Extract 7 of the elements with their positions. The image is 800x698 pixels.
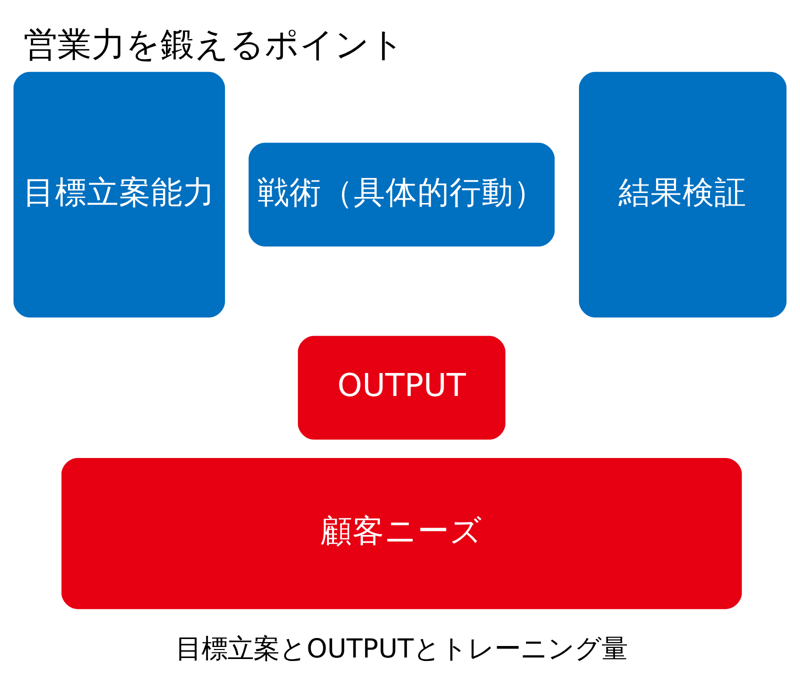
node-box: 結果検証 [578,72,786,318]
node-box: 戦術（具体的行動） [248,142,555,247]
node-box: 顧客ニーズ [61,458,742,610]
node-box: OUTPUT [298,336,506,440]
caption: 目標立案とOUTPUTとトレーニング量 [176,634,628,665]
diagram-title: 営業力を鍛えるポイント [23,24,404,65]
node-box: 目標立案能力 [14,72,225,318]
